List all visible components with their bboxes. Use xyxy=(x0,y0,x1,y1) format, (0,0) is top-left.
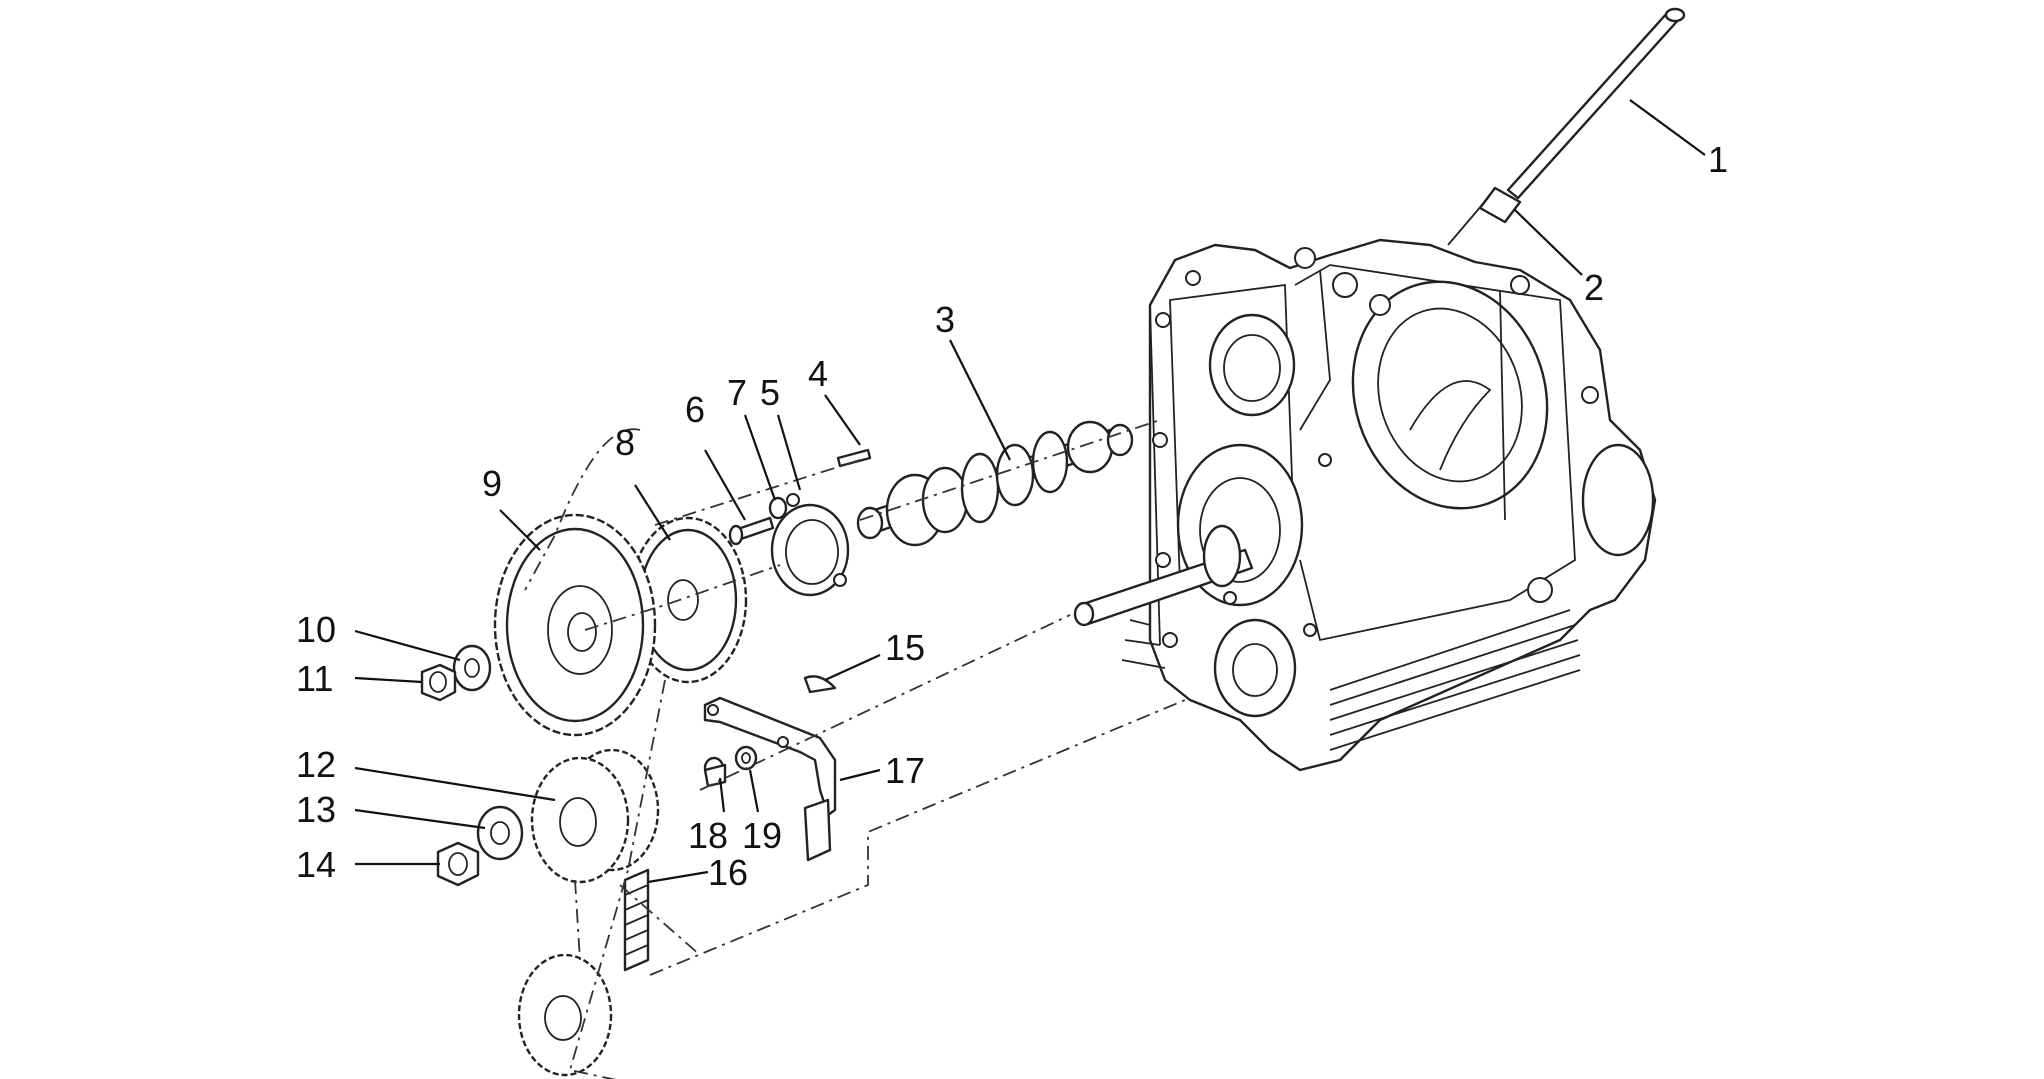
callout-16: 16 xyxy=(708,852,748,893)
part-7-washer xyxy=(768,496,788,520)
part-4-key xyxy=(836,448,872,468)
callout-17: 17 xyxy=(885,750,925,791)
callout-labels: 1 2 3 4 5 6 7 8 9 10 11 12 13 14 15 16 1… xyxy=(296,139,1728,893)
part-14-nut xyxy=(436,841,480,887)
assembly-centerlines xyxy=(524,419,1186,1079)
callout-13: 13 xyxy=(296,789,336,830)
leader-4 xyxy=(824,394,861,446)
callout-15: 15 xyxy=(885,627,925,668)
part-6-screw xyxy=(728,516,775,546)
leader-8 xyxy=(634,484,671,541)
callout-2: 2 xyxy=(1584,267,1604,308)
callout-19: 19 xyxy=(742,815,782,856)
part-12-sprocket xyxy=(530,748,660,884)
part-15-key xyxy=(803,675,837,694)
part-2-sleeve xyxy=(1447,186,1522,246)
part-5-flange xyxy=(770,493,850,597)
crankcase-block xyxy=(1121,238,1657,772)
leader-9 xyxy=(499,509,541,551)
callout-7: 7 xyxy=(727,372,747,413)
part-11-nut xyxy=(420,663,457,702)
callout-9: 9 xyxy=(482,463,502,504)
leader-5 xyxy=(776,414,802,491)
leader-lines xyxy=(354,99,1706,884)
leader-19 xyxy=(748,769,760,813)
callout-6: 6 xyxy=(685,389,705,430)
callout-8: 8 xyxy=(615,422,635,463)
part-17-bracket xyxy=(703,696,837,862)
leader-18 xyxy=(718,777,726,813)
leader-6 xyxy=(704,449,746,521)
callout-10: 10 xyxy=(296,609,336,650)
crank-sprocket xyxy=(517,953,613,1077)
part-1-rod xyxy=(1506,7,1686,200)
part-13-washer xyxy=(476,805,524,861)
mainshaft xyxy=(1073,524,1254,627)
callout-18: 18 xyxy=(688,815,728,856)
leader-10 xyxy=(354,629,461,662)
callout-12: 12 xyxy=(296,744,336,785)
callout-1: 1 xyxy=(1708,139,1728,180)
part-16-chain xyxy=(623,868,650,972)
leader-1 xyxy=(1629,99,1706,156)
callout-3: 3 xyxy=(935,299,955,340)
callout-14: 14 xyxy=(296,844,336,885)
leader-7 xyxy=(743,414,777,501)
part-9-gear xyxy=(493,513,657,737)
leader-16 xyxy=(647,870,709,884)
part-3-camshaft xyxy=(856,420,1134,547)
leader-2 xyxy=(1514,209,1583,276)
part-8-gear xyxy=(628,516,748,684)
callout-11: 11 xyxy=(296,658,333,699)
leader-15 xyxy=(824,653,881,682)
callout-4: 4 xyxy=(808,353,828,394)
leader-12 xyxy=(354,766,556,802)
leader-3 xyxy=(949,339,1011,461)
leader-17 xyxy=(839,768,881,782)
part-10-washer xyxy=(452,644,492,692)
leader-11 xyxy=(354,676,423,684)
callout-5: 5 xyxy=(760,372,780,413)
leader-13 xyxy=(354,808,486,830)
part-18-screw xyxy=(703,756,727,788)
